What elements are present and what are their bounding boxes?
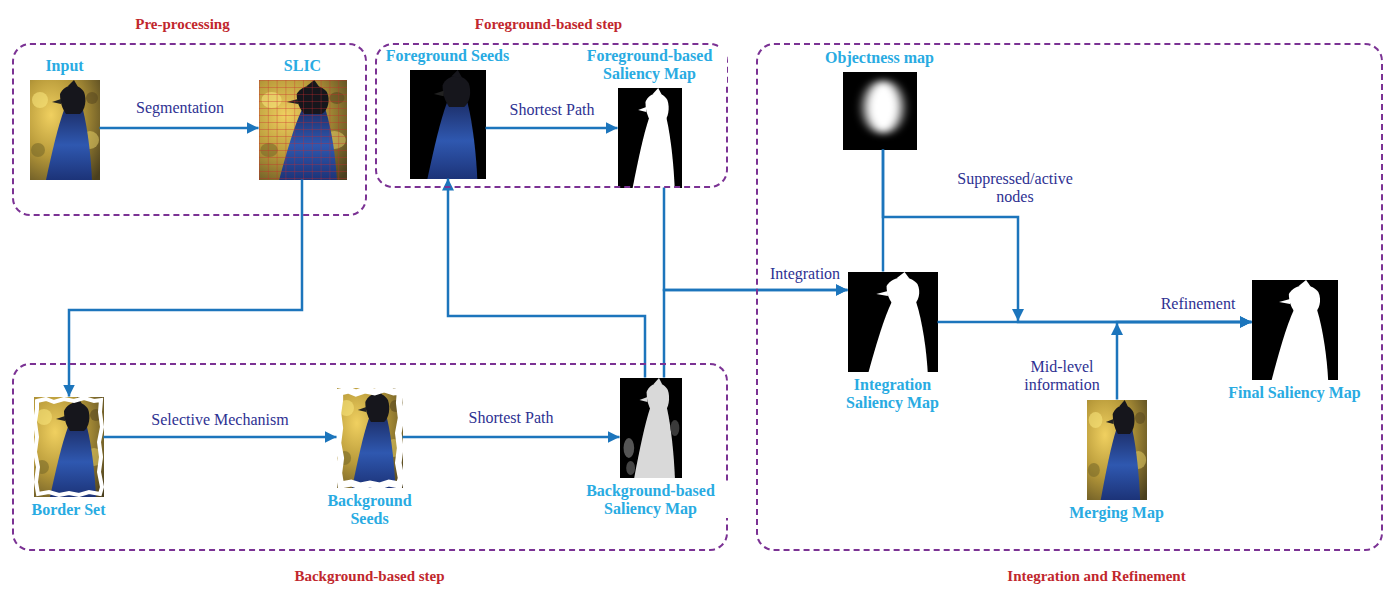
step-group: Integration and RefinementObjectness map…: [756, 43, 1383, 551]
image-label: Integration Saliency Map: [831, 376, 955, 413]
flow-arrow: [403, 436, 620, 439]
image-node: Integration Saliency Map: [848, 272, 938, 372]
image-label: Foreground Seeds: [384, 47, 511, 65]
saliency-image: [620, 378, 682, 478]
step-group: Background-based stepBorder SetBackgroun…: [12, 363, 728, 551]
slic-photo: [259, 80, 347, 180]
flow-arrow: [448, 179, 645, 378]
flow-arrow: [883, 150, 1252, 323]
flow-arrow: [486, 127, 618, 130]
arrow-label: Integration: [768, 265, 842, 283]
step-heading: Pre-processing: [132, 15, 232, 33]
image-label: Border Set: [30, 501, 108, 519]
image-node: Final Saliency Map: [1252, 280, 1338, 380]
arrow-label: Shortest Path: [508, 101, 597, 119]
image-label: SLIC: [282, 57, 323, 75]
arrow-label: Suppressed/active nodes: [943, 170, 1087, 207]
seed-photo: [337, 388, 403, 488]
image-label: Merging Map: [1067, 504, 1166, 522]
image-label: Final Saliency Map: [1226, 384, 1362, 402]
arrow-label: Shortest Path: [467, 409, 556, 427]
flow-arrow: [104, 436, 337, 439]
step-heading: Foreground-based step: [472, 15, 625, 33]
seed-image: [410, 70, 486, 179]
arrow-label: Selective Mechanism: [149, 411, 290, 429]
step-heading: Integration and Refinement: [1004, 567, 1188, 585]
merging-photo: [1087, 400, 1147, 500]
arrow-label: Mid-level information: [1010, 358, 1114, 395]
arrow-label: Segmentation: [134, 99, 226, 117]
saliency-image: [848, 272, 938, 372]
image-node: Background Seeds: [337, 388, 403, 488]
image-label: Background-based Saliency Map: [574, 482, 728, 519]
step-group: Pre-processingInputSLIC: [12, 43, 367, 216]
image-node: Foreground-based Saliency Map: [618, 88, 682, 188]
saliency-image: [1252, 280, 1338, 380]
arrow-label: Refinement: [1159, 295, 1238, 313]
input-photo: [30, 80, 100, 180]
image-node: Objectness map: [843, 72, 917, 150]
image-node: Foreground Seeds: [410, 70, 486, 179]
objectness-image: [843, 72, 917, 150]
step-heading: Background-based step: [291, 567, 447, 585]
flow-arrow: [100, 127, 259, 130]
image-node: Background-based Saliency Map: [620, 378, 682, 478]
image-label: Objectness map: [823, 49, 936, 67]
image-label: Background Seeds: [323, 492, 417, 529]
border-photo: [34, 397, 104, 497]
image-node: Merging Map: [1087, 400, 1147, 500]
image-label: Input: [43, 57, 85, 75]
image-label: Foreground-based Saliency Map: [573, 47, 727, 84]
image-node: Input: [30, 80, 100, 180]
image-node: SLIC: [259, 80, 347, 180]
saliency-image: [618, 88, 682, 188]
image-node: Border Set: [34, 397, 104, 497]
